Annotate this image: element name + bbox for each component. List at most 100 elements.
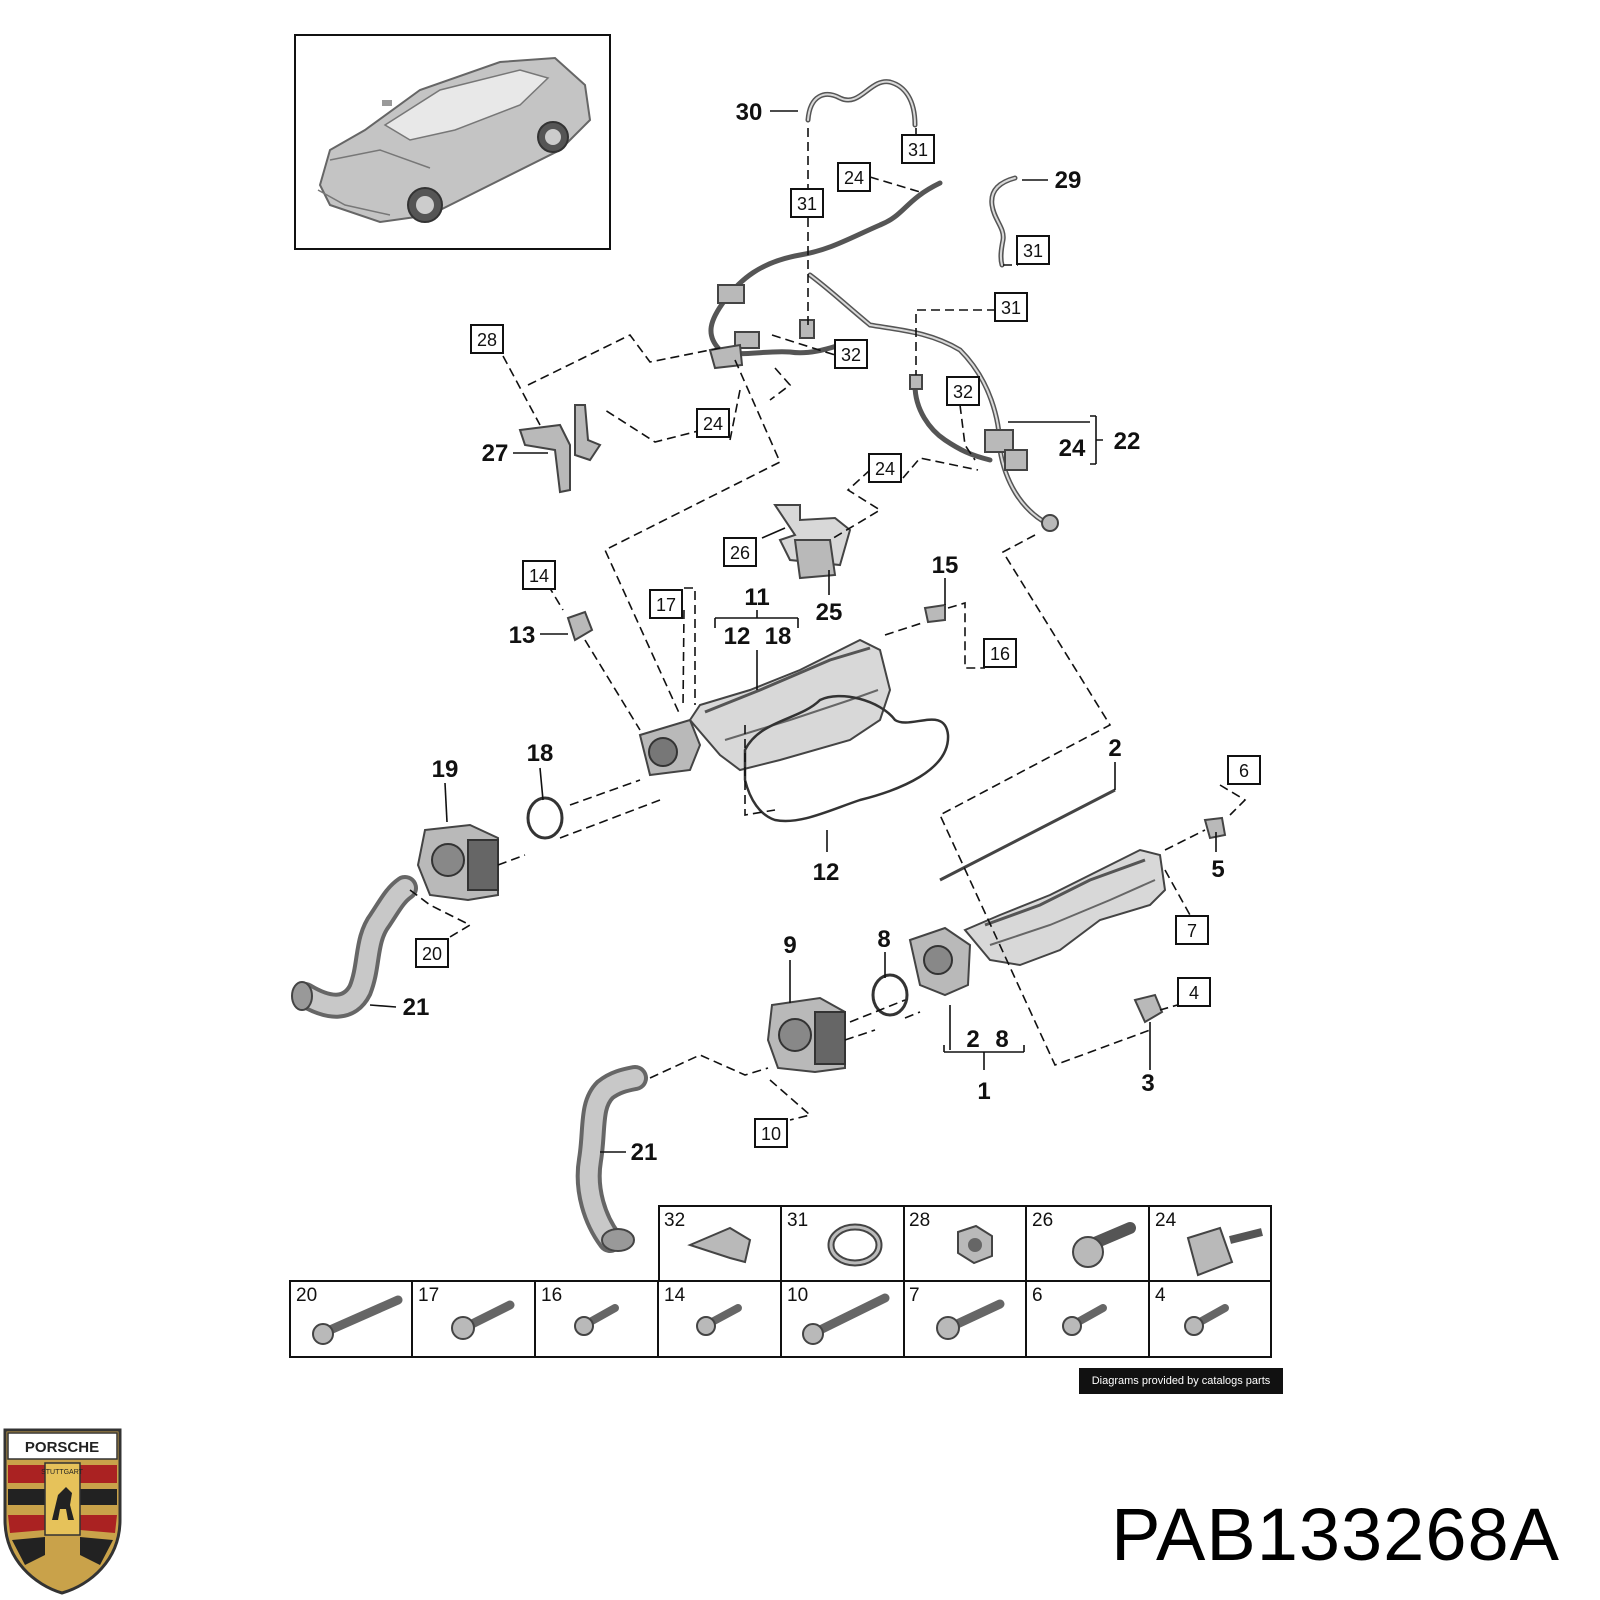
- crest-text: PORSCHE STUTTGART: [25, 1439, 99, 1476]
- boxed-ref-24-a: 24: [837, 162, 871, 192]
- table-cell-26: 26: [1032, 1210, 1053, 1231]
- svg-text:32: 32: [841, 345, 861, 365]
- callout-1: 1: [977, 1078, 990, 1105]
- table-cell-14: 14: [664, 1285, 686, 1306]
- leader-lines: [369, 110, 1217, 1153]
- svg-text:26: 26: [730, 543, 750, 563]
- bolt-6-icon: [1062, 1304, 1107, 1336]
- callout-29: 29: [1055, 167, 1082, 194]
- table-cell-16: 16: [541, 1285, 562, 1306]
- svg-text:24: 24: [875, 459, 895, 479]
- bolt-10-icon: [802, 1293, 890, 1345]
- boxed-ref-24-b: 24: [696, 408, 730, 438]
- callout-15: 15: [932, 552, 959, 579]
- boxed-ref-32-b: 32: [946, 376, 980, 406]
- boxed-ref-31-b: 31: [790, 188, 824, 218]
- hose-clamp-31-icon: [827, 1223, 883, 1267]
- boxed-ref-17: 17: [649, 589, 683, 619]
- callout-11: 11: [744, 584, 769, 611]
- bolt-17-icon: [451, 1300, 515, 1340]
- callout-27: 27: [482, 440, 509, 467]
- car-thumbnail-icon: [317, 56, 592, 224]
- callout-3: 3: [1141, 1070, 1154, 1097]
- table-cell-28: 28: [909, 1210, 930, 1231]
- car-thumbnail: [294, 34, 611, 250]
- callout-5: 5: [1211, 856, 1224, 883]
- table-cell-6: 6: [1032, 1285, 1043, 1306]
- brackets: [518, 404, 852, 580]
- svg-text:STUTTGART: STUTTGART: [41, 1469, 84, 1476]
- bolt-7-icon: [936, 1299, 1005, 1340]
- callout-numbers: 30 29 28 27 22 24 26 25 11 12 18 13 15 1…: [403, 99, 1225, 1166]
- svg-text:7: 7: [1187, 921, 1197, 941]
- intake-manifold-upper: [566, 603, 950, 823]
- callout-24-main: 24: [1059, 435, 1086, 462]
- svg-text:20: 20: [422, 944, 442, 964]
- bolt-26-icon: [1072, 1222, 1136, 1268]
- boxed-ref-31-c: 31: [1016, 235, 1050, 265]
- svg-text:32: 32: [953, 382, 973, 402]
- svg-text:4: 4: [1189, 983, 1199, 1003]
- intake-pipes: [291, 875, 648, 1253]
- svg-text:17: 17: [656, 595, 676, 615]
- table-cell-4: 4: [1155, 1285, 1166, 1306]
- svg-text:28: 28: [477, 330, 497, 350]
- callout-22: 22: [1114, 428, 1141, 455]
- callout-18: 18: [527, 740, 554, 767]
- svg-text:31: 31: [1023, 241, 1043, 261]
- boxed-ref-6: 6: [1227, 755, 1261, 785]
- svg-text:31: 31: [797, 194, 817, 214]
- boxed-ref-31-a: 31: [901, 134, 935, 164]
- boxed-ref-14: 14: [522, 560, 556, 590]
- table-cell-24: 24: [1155, 1210, 1177, 1231]
- callout-9: 9: [783, 932, 796, 959]
- svg-text:6: 6: [1239, 761, 1249, 781]
- boxed-ref-26: 26: [723, 537, 757, 567]
- table-cell-32: 32: [664, 1210, 685, 1231]
- dashed-lines: [409, 128, 1247, 1121]
- throttle-bodies: [416, 796, 909, 1074]
- bolt-14-icon: [696, 1304, 742, 1336]
- callout-8-lower: 8: [995, 1026, 1008, 1053]
- boxed-ref-20: 20: [415, 938, 449, 968]
- fastener-table: 32 31 28 26 24 20 17 16 14 10 7 6 4: [289, 1205, 1272, 1358]
- callout-25: 25: [816, 599, 843, 626]
- intake-manifold-lower: [908, 788, 1227, 1024]
- svg-text:10: 10: [761, 1124, 781, 1144]
- nut-28-icon: [957, 1224, 993, 1265]
- callout-13: 13: [509, 622, 536, 649]
- boxed-references: 31 31 31 31 24 32 32 24 24 28 26 17 14 1…: [415, 134, 1261, 1148]
- callout-21-upper: 21: [403, 994, 430, 1021]
- svg-text:31: 31: [908, 140, 928, 160]
- svg-text:31: 31: [1001, 298, 1021, 318]
- bolt-16-icon: [574, 1304, 619, 1336]
- bolt-20-icon: [312, 1295, 403, 1345]
- upper-hoses: [708, 79, 1059, 532]
- boxed-ref-7: 7: [1175, 915, 1209, 945]
- svg-text:16: 16: [990, 644, 1010, 664]
- callout-18-upper: 18: [765, 623, 792, 650]
- table-cell-17: 17: [418, 1285, 439, 1306]
- boxed-ref-16: 16: [983, 638, 1017, 668]
- clip-32-icon: [687, 1226, 752, 1264]
- callout-30: 30: [736, 99, 763, 126]
- boxed-ref-24-c: 24: [868, 453, 902, 483]
- credit-label: Diagrams provided by catalogs parts: [1079, 1368, 1283, 1394]
- callout-12: 12: [813, 859, 840, 886]
- callout-8: 8: [877, 926, 890, 953]
- boxed-ref-28: 28: [470, 324, 504, 354]
- boxed-ref-4: 4: [1177, 977, 1211, 1007]
- svg-text:PORSCHE: PORSCHE: [25, 1439, 99, 1456]
- part-number: PAB133268A: [1111, 1493, 1560, 1576]
- svg-text:14: 14: [529, 566, 549, 586]
- callout-12-upper: 12: [724, 623, 751, 650]
- svg-text:24: 24: [703, 414, 723, 434]
- table-cell-7: 7: [909, 1285, 920, 1306]
- svg-text:24: 24: [844, 168, 864, 188]
- callout-2: 2: [1108, 735, 1121, 762]
- porsche-crest-icon: PORSCHE STUTTGART: [3, 1428, 122, 1595]
- boxed-ref-31-d: 31: [994, 292, 1028, 322]
- bolt-4-icon: [1184, 1304, 1229, 1336]
- boxed-ref-10: 10: [754, 1118, 788, 1148]
